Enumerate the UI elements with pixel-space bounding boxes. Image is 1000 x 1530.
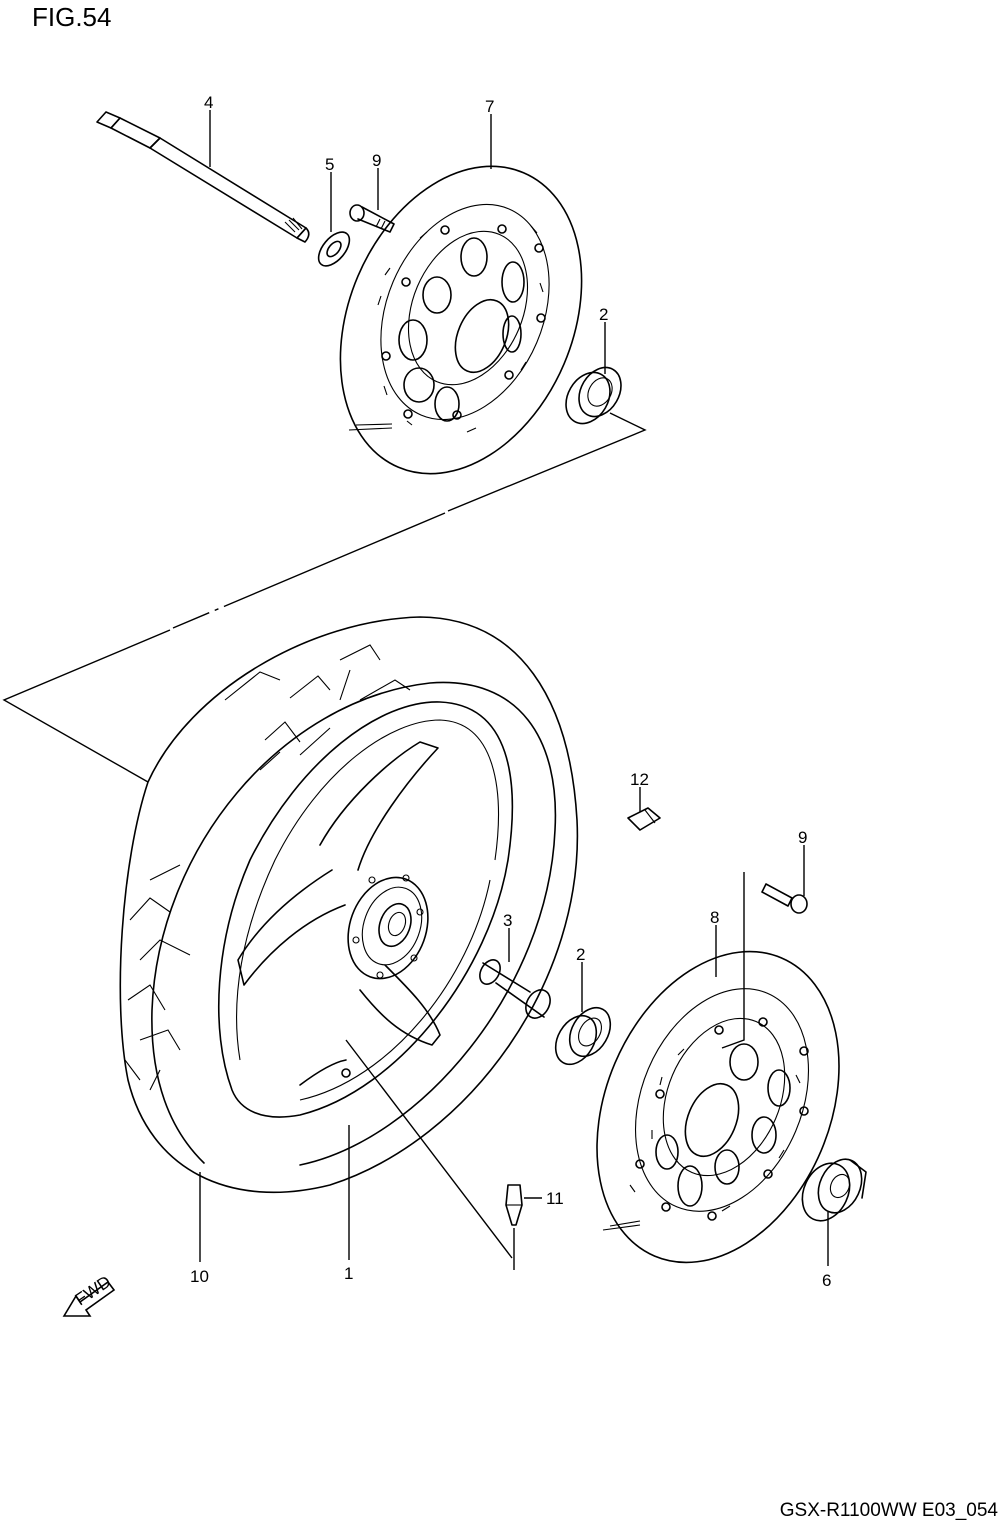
axle-collar[interactable] — [793, 1152, 870, 1228]
callout-p2b: 2 — [576, 945, 585, 964]
forward-direction-arrow: FWD — [62, 1272, 116, 1317]
leader-lines — [199, 110, 829, 1270]
callout-p9a: 9 — [372, 151, 381, 170]
hub-spacer[interactable] — [476, 956, 555, 1022]
disc-bolt-top[interactable] — [349, 204, 395, 233]
model-code: GSX-R1100WW E03_054 — [779, 1500, 998, 1521]
front-axle[interactable] — [96, 111, 310, 243]
disc-bolt-bottom[interactable] — [761, 883, 808, 914]
valve-cap[interactable] — [627, 807, 661, 831]
callout-p2a: 2 — [599, 305, 608, 324]
alignment-lines — [2, 412, 647, 783]
callout-p8: 8 — [710, 908, 719, 927]
brake-disc-left[interactable] — [295, 129, 626, 511]
axle-spacer-washer[interactable] — [313, 227, 356, 272]
front-wheel-tire[interactable] — [119, 616, 579, 1194]
brake-disc-right[interactable] — [552, 872, 885, 1300]
callout-p5: 5 — [325, 155, 334, 174]
callout-p4: 4 — [204, 93, 213, 112]
callout-p10: 10 — [190, 1267, 209, 1286]
tire-valve[interactable] — [505, 1184, 523, 1226]
callout-p11: 11 — [546, 1189, 564, 1208]
callout-p3: 3 — [503, 911, 512, 930]
part-callouts: 4 7 5 9 2 12 9 3 8 2 11 10 1 6 — [190, 93, 831, 1290]
callout-p12: 12 — [630, 770, 649, 789]
figure-title: FIG.54 — [32, 2, 112, 32]
callout-p9b: 9 — [798, 828, 807, 847]
wheel-bearing-top[interactable] — [557, 360, 629, 431]
callout-p7: 7 — [485, 97, 494, 116]
callout-p1: 1 — [344, 1264, 353, 1283]
wheel-bearing-bottom[interactable] — [547, 1000, 618, 1071]
callout-p6: 6 — [822, 1271, 831, 1290]
